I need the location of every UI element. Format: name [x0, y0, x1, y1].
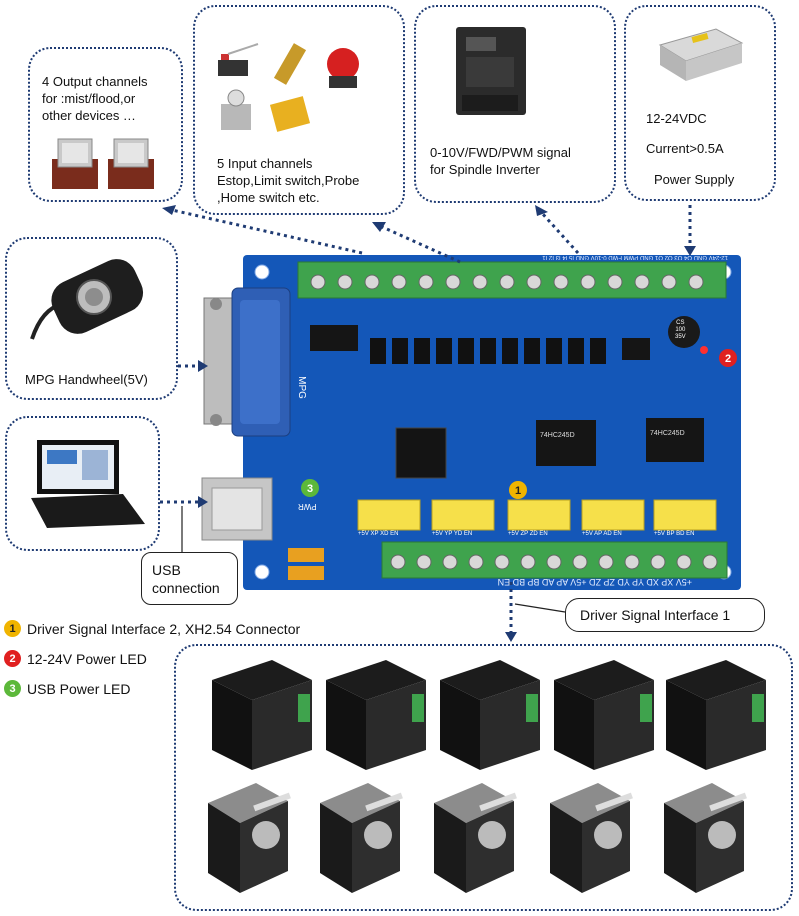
top-terminal-screws: [310, 274, 704, 290]
tantalum-cap-1: [288, 548, 324, 562]
mount-hole-tr: [716, 264, 732, 280]
usb-led: [305, 487, 311, 493]
mount-hole-tl: [254, 264, 270, 280]
stepper-driver-4: [554, 660, 654, 770]
input-channels-label: 5 Input channels Estop,Limit switch,Prob…: [217, 156, 360, 205]
inductive-sensor-icon: [269, 96, 311, 132]
spindle-callout: 0-10V/FWD/PWM signal for Spindle Inverte…: [414, 5, 616, 203]
legend-item-1: 1 Driver Signal Interface 2, XH2.54 Conn…: [4, 620, 300, 637]
connector-silk-z: +5V ZP ZD EN: [508, 531, 548, 537]
chip-label-a: 74HC245D: [540, 432, 575, 439]
optocoupler-chip: [310, 325, 358, 351]
proximity-sensor-icon: [273, 43, 307, 85]
capacitor-label: CS 100 35V: [675, 320, 686, 340]
stepper-driver-1: [212, 660, 312, 770]
buffer-chip-a: [536, 420, 596, 466]
legend-item-3: 3 USB Power LED: [4, 680, 130, 697]
legend-badge-1: 1: [4, 620, 21, 637]
legend-text-1: Driver Signal Interface 2, XH2.54 Connec…: [27, 620, 301, 637]
board-silk-top: 12-24V GND O4 O3 O2 O1 GND PWM FWD 0-10V…: [542, 254, 728, 260]
laptop-image: [31, 440, 145, 528]
tantalum-cap-2: [288, 566, 324, 580]
marker-1: [509, 481, 527, 499]
mpg-connector-body: [231, 287, 291, 437]
driver-chips: [370, 338, 606, 364]
stepper-motor-4: [550, 783, 633, 893]
power-voltage-label: 12-24VDC: [646, 111, 707, 126]
legend-badge-2: 2: [4, 650, 21, 667]
stepper-motor-3: [434, 783, 517, 893]
svg-text:1: 1: [515, 485, 521, 497]
usb-connection-label: USB connection: [152, 562, 220, 596]
spindle-inverter-image: [456, 27, 526, 115]
legend-text-2: 12-24V Power LED: [27, 650, 147, 667]
power-supply-image: [658, 28, 744, 81]
mount-hole-br: [716, 564, 732, 580]
mpg-connector-shell: [203, 297, 245, 425]
board-silk-bottom: +5V XP XD YP YD ZP ZD +5V AP AD BP BD EN: [497, 577, 692, 587]
mount-hole-bl: [254, 564, 270, 580]
marker-3: [301, 479, 319, 497]
pcb: [243, 255, 741, 590]
input-channels-callout: 5 Input channels Estop,Limit switch,Prob…: [193, 5, 405, 215]
relay-module-1: [52, 138, 98, 189]
driver-interface-1-callout: Driver Signal Interface 1: [565, 598, 765, 632]
regulator-chip: [622, 338, 650, 360]
legend-badge-3: 3: [4, 680, 21, 697]
estop-button-icon: [327, 48, 359, 88]
output-channels-label: 4 Output channels for :mist/flood,or oth…: [42, 74, 148, 123]
arrow-to-spindle: [539, 210, 580, 255]
top-terminal-block: [297, 261, 727, 299]
connector-silk-x: +5V XP XD EN: [358, 531, 399, 537]
input-devices-image: [218, 43, 359, 132]
mpg-label: MPG Handwheel(5V): [25, 372, 148, 387]
power-led: [700, 346, 708, 354]
arrow-to-outputs: [171, 208, 363, 255]
power-current-label: Current>0.5A: [646, 141, 724, 156]
relay-modules-image: [52, 138, 154, 189]
mpg-handwheel-image: [30, 259, 144, 340]
probe-switch-icon: [221, 89, 251, 130]
bottom-terminal-block: [381, 541, 728, 579]
relay-module-2: [108, 138, 154, 189]
stepper-driver-3: [440, 660, 540, 770]
legend-item-2: 2 12-24V Power LED: [4, 650, 147, 667]
power-supply-callout: 12-24VDC Current>0.5A Power Supply: [624, 5, 776, 201]
usb-connection-callout: USB connection: [141, 552, 238, 605]
svg-text:2: 2: [725, 353, 731, 365]
svg-text:3: 3: [307, 483, 313, 495]
mpg-callout: MPG Handwheel(5V): [5, 237, 178, 400]
stepper-motor-2: [320, 783, 403, 893]
mcu-chip: [395, 427, 447, 479]
buffer-chip-b: [646, 418, 704, 462]
board-silk-mpg: MPG: [295, 376, 307, 399]
limit-switch-icon: [218, 43, 259, 76]
stepper-driver-5: [666, 660, 766, 770]
board-silk-pwr: PWR: [298, 502, 317, 511]
spindle-label: 0-10V/FWD/PWM signal for Spindle Inverte…: [430, 145, 571, 177]
stepper-drivers-and-motors-image: [208, 660, 766, 893]
stepper-motor-1: [208, 783, 291, 893]
output-channels-callout: 4 Output channels for :mist/flood,or oth…: [28, 47, 183, 202]
arrow-to-inputs: [379, 224, 461, 264]
power-supply-label: Power Supply: [654, 172, 735, 187]
connector-silk-y: +5V YP YD EN: [432, 531, 473, 537]
stepper-motor-5: [664, 783, 747, 893]
chip-label-b: 74HC245D: [650, 430, 685, 437]
driver-interface-1-label: Driver Signal Interface 1: [580, 607, 731, 623]
connector-silk-b: +5V BP BD EN: [654, 531, 695, 537]
connector-silk-a: +5V AP AD EN: [582, 531, 622, 537]
laptop-callout: [5, 416, 160, 551]
xh-connectors: [357, 499, 717, 531]
marker-2: [719, 349, 737, 367]
stepper-driver-2: [326, 660, 426, 770]
usb-port: [201, 477, 273, 541]
driver-label-leader: [514, 603, 566, 613]
legend-text-3: USB Power LED: [27, 680, 131, 697]
drivers-motors-callout: [174, 644, 793, 911]
bottom-terminal-screws: [390, 554, 718, 570]
